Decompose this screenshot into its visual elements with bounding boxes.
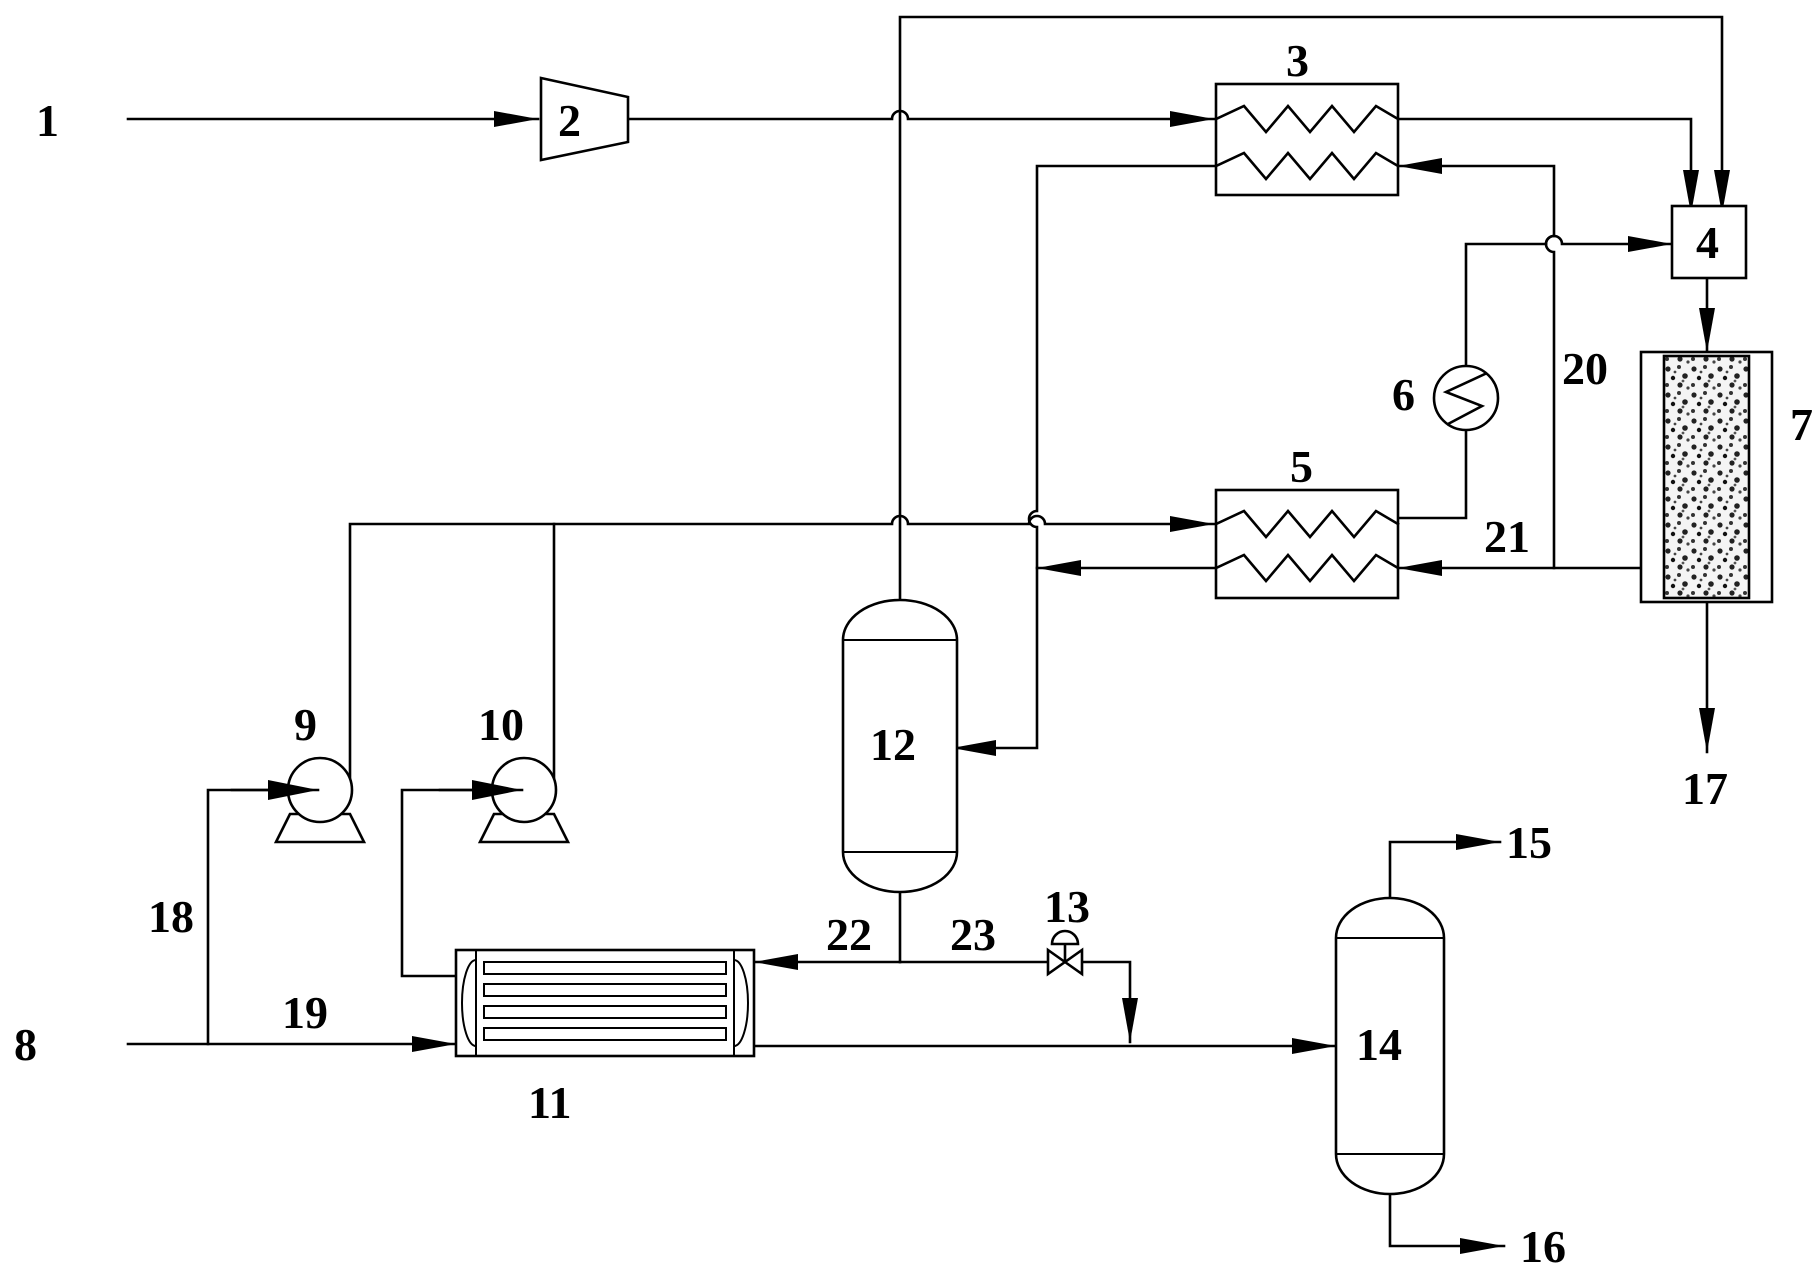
flash-drum-12 [841,598,959,894]
packed-reactor-7 [1639,350,1774,604]
label-stream-22: 22 [826,909,872,960]
label-exchanger-3: 3 [1286,35,1309,86]
label-mixer-4: 4 [1696,217,1719,268]
heat-exchanger-5 [1214,488,1400,600]
heater-6 [1432,364,1500,432]
label-stream-18: 18 [148,891,194,942]
label-valve-13: 13 [1044,881,1090,932]
pump-10 [438,756,571,844]
label-exchanger-5: 5 [1290,441,1313,492]
heat-exchanger-3 [1214,82,1400,197]
pipe-valve-down [1080,960,1138,1044]
pipe-3-to-4 [1396,117,1699,216]
label-compressor-2: 2 [558,95,581,146]
pipe-20-to-3 [1396,158,1556,570]
shell-tube-exchanger-11 [454,948,756,1058]
label-pump-10: 10 [478,699,524,750]
pipe-5-to-6 [1396,428,1468,520]
label-stream-17: 17 [1682,763,1728,814]
pump-9 [230,756,367,844]
label-heater-6: 6 [1392,369,1415,420]
pipe-lines [126,15,1730,1254]
label-pump-9: 9 [294,699,317,750]
pipe-14-to-15 [1388,834,1502,900]
labels: 1 2 3 4 5 6 7 8 9 10 11 12 13 14 15 16 1… [14,35,1813,1272]
label-stream-1: 1 [36,95,59,146]
pipe-12-top-to-4 [898,15,1730,604]
label-stream-23: 23 [950,909,996,960]
control-valve-13 [1046,929,1084,977]
pipe-3-to-12 [950,164,1218,756]
label-vessel-12: 12 [870,719,916,770]
label-stream-21: 21 [1484,511,1530,562]
compressor-2 [539,76,630,162]
label-stream-16: 16 [1520,1221,1566,1272]
pipe-9-to-5 [348,514,1216,788]
label-stream-19: 19 [282,987,328,1038]
pipe-2-to-3 [626,109,1216,127]
label-stream-20: 20 [1562,343,1608,394]
label-exchanger-11: 11 [528,1077,571,1128]
label-stream-8: 8 [14,1019,37,1070]
separator-14 [1334,896,1446,1196]
pipe-14-to-16 [1388,1192,1506,1254]
label-reactor-7: 7 [1790,399,1813,450]
mixer-4 [1670,204,1748,280]
label-separator-14: 14 [1356,1019,1402,1070]
label-stream-15: 15 [1506,817,1552,868]
